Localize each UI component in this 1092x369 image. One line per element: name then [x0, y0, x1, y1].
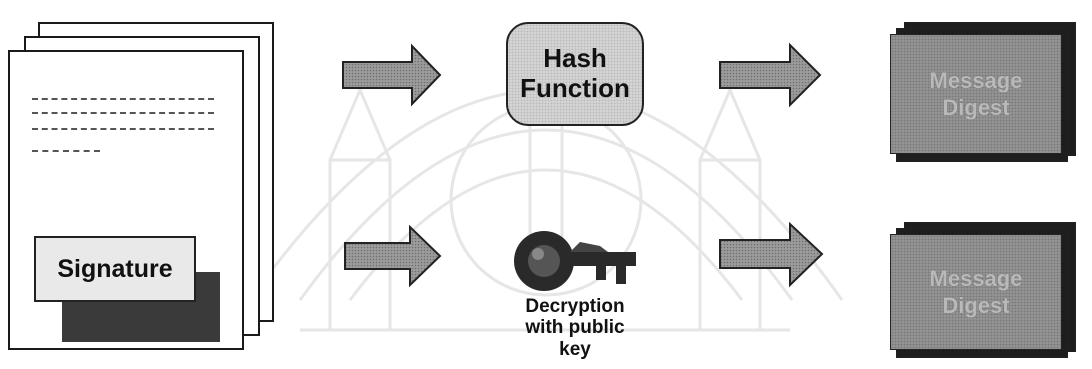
message-digest-bottom-line1: Message	[929, 265, 1023, 291]
message-digest-top-line1: Message	[929, 67, 1023, 93]
key-icon	[514, 231, 636, 291]
decryption-line1: Decryption	[525, 296, 625, 317]
text-line	[32, 98, 214, 100]
hash-function-line1: Hash	[543, 43, 607, 74]
signature-label: Signature	[57, 254, 173, 283]
message-digest-bottom-line2: Digest	[942, 293, 1010, 318]
text-line	[32, 128, 214, 130]
arrow-hash-to-digest	[719, 42, 822, 108]
arrow-document-to-decryption	[344, 224, 442, 288]
hash-function-box: Hash Function	[506, 22, 644, 126]
arrow-document-to-hash	[342, 43, 442, 107]
message-digest-bottom: Message Digest	[890, 234, 1062, 350]
text-line	[32, 112, 214, 114]
signature-box: Signature	[34, 236, 196, 302]
decryption-line2: with public	[525, 317, 625, 339]
arrow-decryption-to-digest	[719, 221, 824, 288]
hash-function-line2: Function	[520, 73, 630, 103]
decryption-line3: key	[559, 338, 591, 360]
decryption-label: Decryption with public key	[490, 296, 660, 360]
message-digest-top: Message Digest	[890, 34, 1062, 154]
text-line	[32, 150, 100, 152]
message-digest-top-line2: Digest	[942, 95, 1010, 120]
